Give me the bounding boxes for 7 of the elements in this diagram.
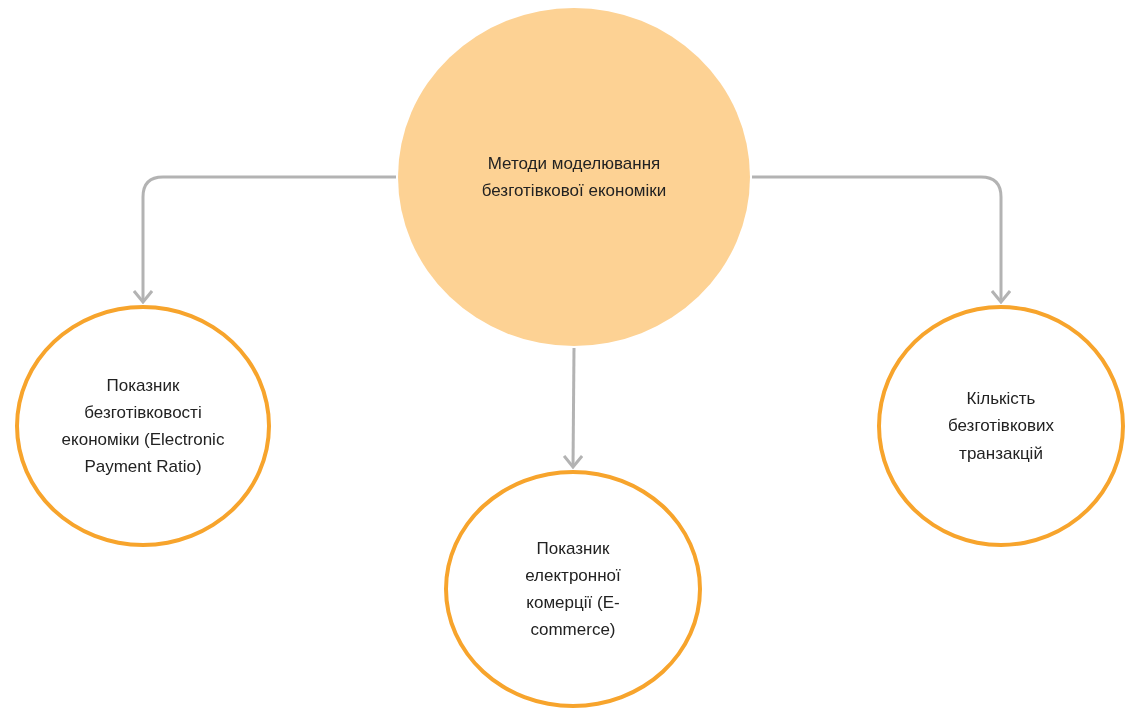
node-text: Показник безготівковості економіки (Electronic Payment Ratio) [60,374,226,479]
arrow [132,175,396,304]
arrow [752,175,1012,304]
node-text: Методи моделювання безготівкової економіки [480,152,668,202]
node-text: Кількість безготівкових транзакцій [946,388,1055,465]
arrow [562,348,584,469]
node-text: Показник електронної комерції (E-commerce) [524,537,622,642]
